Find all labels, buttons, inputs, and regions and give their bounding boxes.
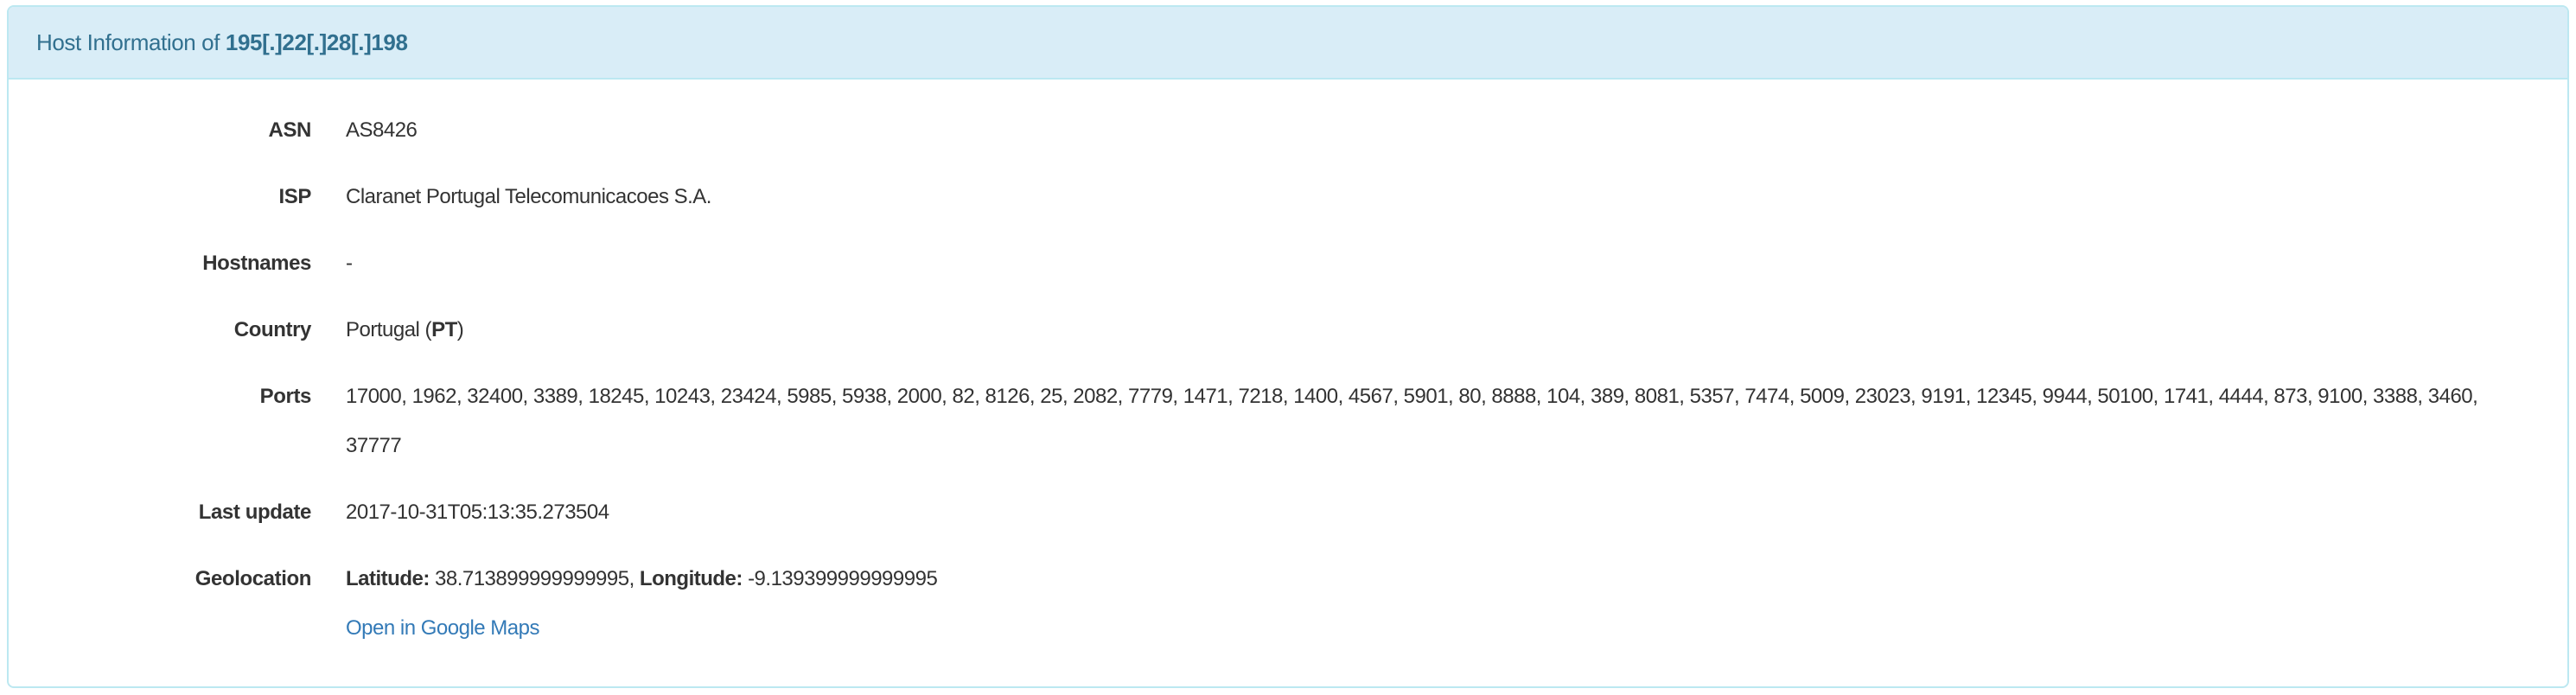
geolocation-value: Latitude: 38.713899999999995, Longitude:…	[346, 554, 2524, 653]
country-value: Portugal (PT)	[346, 305, 2524, 354]
hostnames-label: Hostnames	[202, 252, 311, 275]
host-information-panel: Host Information of 195[.]22[.]28[.]198 …	[7, 5, 2569, 688]
country-open-paren: (	[419, 318, 432, 341]
country-close-paren: )	[456, 318, 464, 341]
panel-title-prefix: Host Information of	[36, 29, 220, 55]
asn-value: AS8426	[346, 118, 418, 142]
country-code: PT	[431, 318, 457, 341]
latitude-label: Latitude:	[346, 567, 430, 590]
last-update-value: 2017-10-31T05:13:35.273504	[346, 501, 609, 524]
field-row-isp: ISP Claranet Portugal Telecomunicacoes S…	[9, 172, 2567, 221]
field-row-country: Country Portugal (PT)	[9, 305, 2567, 354]
field-row-ports: Ports 17000, 1962, 32400, 3389, 18245, 1…	[9, 372, 2567, 470]
isp-label: ISP	[278, 185, 312, 208]
ports-label: Ports	[259, 385, 312, 408]
panel-heading: Host Information of 195[.]22[.]28[.]198	[9, 7, 2567, 80]
field-row-last-update: Last update 2017-10-31T05:13:35.273504	[9, 488, 2567, 537]
asn-label: ASN	[268, 118, 312, 142]
panel-body: ASN AS8426 ISP Claranet Portugal Telecom…	[9, 80, 2567, 653]
last-update-label: Last update	[198, 501, 312, 524]
ports-value: 17000, 1962, 32400, 3389, 18245, 10243, …	[346, 385, 2478, 457]
country-name: Portugal	[346, 318, 420, 341]
coordinate-separator: ,	[628, 567, 640, 590]
geolocation-label: Geolocation	[194, 567, 312, 590]
field-row-asn: ASN AS8426	[9, 105, 2567, 155]
longitude-label: Longitude:	[639, 567, 743, 590]
isp-value: Claranet Portugal Telecomunicacoes S.A.	[346, 185, 711, 208]
country-label: Country	[233, 318, 312, 341]
open-in-google-maps-link[interactable]: Open in Google Maps	[346, 616, 539, 640]
longitude-value: -9.139399999999995	[748, 567, 938, 590]
geolocation-coordinates: Latitude: 38.713899999999995, Longitude:…	[346, 554, 2524, 603]
latitude-value: 38.713899999999995	[435, 567, 629, 590]
hostnames-value: -	[346, 252, 353, 275]
field-row-hostnames: Hostnames -	[9, 239, 2567, 288]
panel-title-ip: 195[.]22[.]28[.]198	[225, 29, 408, 55]
field-row-geolocation: Geolocation Latitude: 38.713899999999995…	[9, 554, 2567, 653]
